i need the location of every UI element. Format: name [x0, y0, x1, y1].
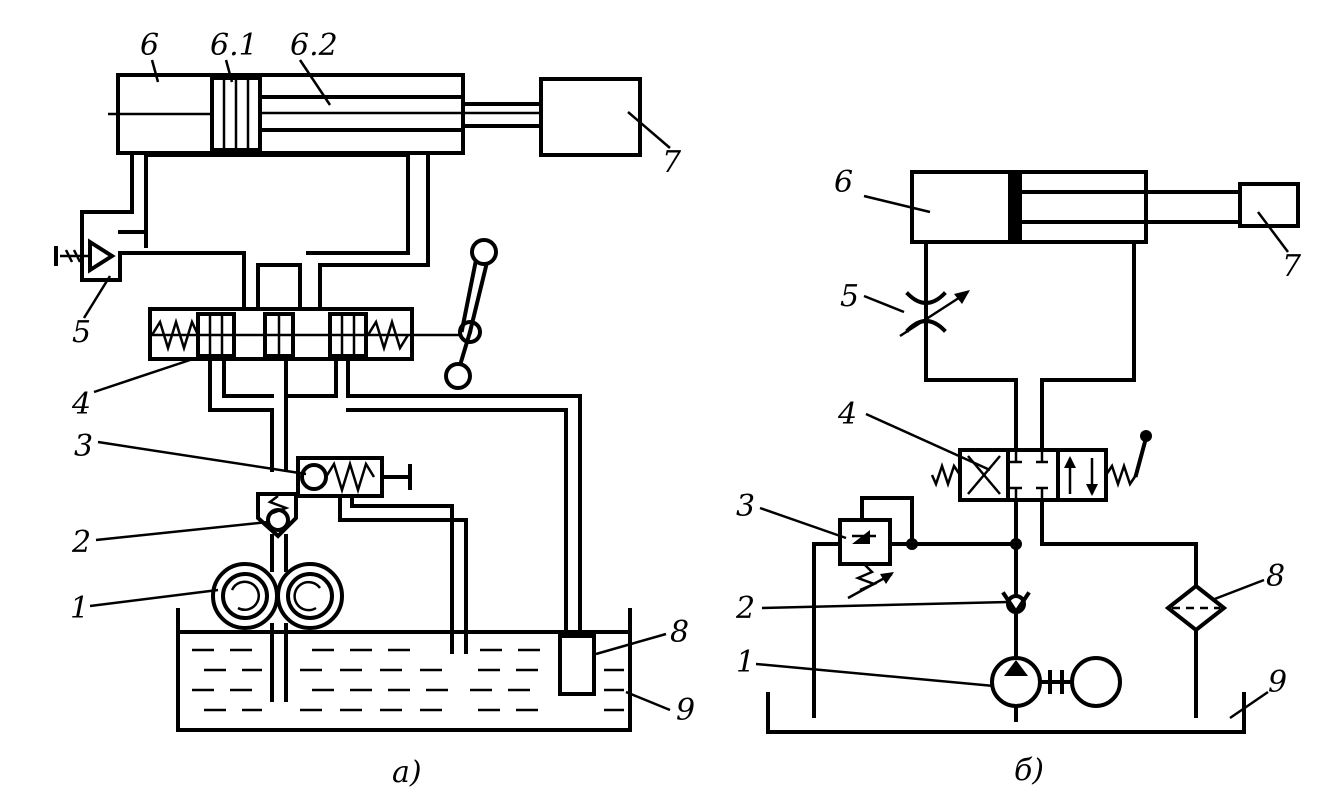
label-b-load: 7: [1282, 249, 1302, 284]
label-a-check-valve: 2: [71, 525, 91, 560]
tank-a: [176, 608, 632, 732]
cylinder-lines-a: [80, 151, 430, 311]
pump-a: [211, 562, 344, 702]
label-a-relief-valve: 3: [74, 429, 93, 464]
pump-b: [990, 656, 1122, 722]
distributor-a: [148, 238, 498, 390]
label-b-pump: 1: [736, 645, 755, 680]
tank-b: [766, 692, 1246, 734]
label-a-filter: 8: [670, 615, 689, 650]
labels-b: 6 7 5 4 3 2 1 8 9 б): [735, 165, 1302, 788]
label-a-load: 7: [662, 145, 682, 180]
filter-b: [1164, 583, 1228, 633]
label-b-tank: 9: [1268, 665, 1287, 700]
label-b-relief-valve: 3: [736, 489, 755, 524]
relief-valve-b: [812, 496, 1022, 718]
line-b-cylinder-left: [924, 240, 1018, 452]
label-b-distributor: 4: [837, 397, 857, 432]
label-b-filter: 8: [1266, 559, 1285, 594]
label-b-cylinder: 6: [834, 165, 853, 200]
leader-lines-b: [755, 194, 1289, 720]
label-a-distributor: 4: [71, 387, 91, 422]
rod-a: [258, 95, 543, 132]
labels-a: 6 6.1 6.2 7 5 4 3 2 1 8 9 а): [70, 28, 695, 790]
leader-lines-a: [82, 59, 671, 712]
line-b-return: [1040, 498, 1198, 590]
cylinder-b: [910, 170, 1242, 244]
check-valve-a: [256, 492, 298, 572]
label-a-tank: 9: [676, 693, 695, 728]
diagram-a: 6 6.1 6.2 7 5 4 3 2 1 8 9 а): [54, 28, 695, 790]
caption-a: а): [392, 755, 422, 790]
label-a-cylinder: 6: [140, 28, 159, 63]
caption-b: б): [1014, 753, 1044, 788]
label-a-throttle: 5: [72, 315, 91, 350]
load-a: [539, 77, 642, 157]
label-b-throttle: 5: [840, 279, 859, 314]
diagram-b: 6 7 5 4 3 2 1 8 9 б): [735, 165, 1302, 788]
label-a-rod: 6.2: [290, 28, 338, 63]
check-valve-b: [1001, 591, 1031, 660]
distributor-lines-a: [208, 357, 582, 638]
line-b-cylinder-right: [1040, 240, 1136, 452]
throttle-b: [899, 290, 970, 338]
piston-a: [210, 76, 262, 152]
throttle-a: [54, 238, 116, 274]
label-a-pump: 1: [70, 591, 89, 626]
distributor-b: [930, 430, 1152, 502]
load-b: [1238, 182, 1300, 228]
label-b-check-valve: 2: [735, 591, 755, 626]
label-a-piston: 6.1: [210, 28, 258, 63]
relief-valve-a: [296, 456, 468, 654]
filter-a: [558, 634, 596, 696]
